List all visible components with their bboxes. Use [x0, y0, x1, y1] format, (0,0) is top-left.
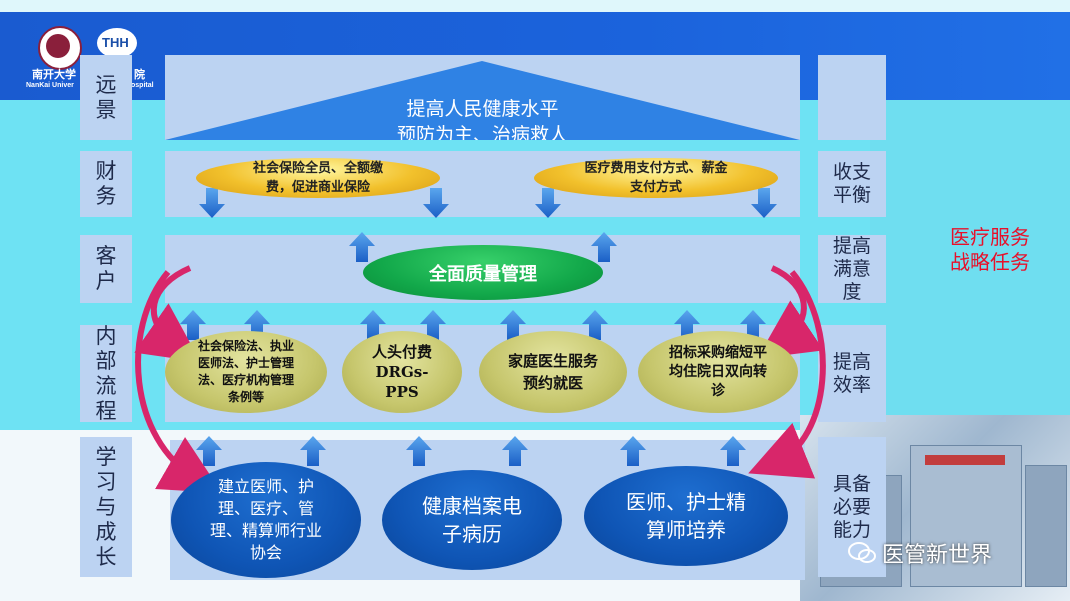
nankai-logo-subtext: NanKai Univer — [26, 82, 74, 89]
arrow-up — [300, 436, 326, 466]
arrow-up — [720, 436, 746, 466]
wechat-icon — [848, 542, 876, 563]
row-label-vision: 远景 — [80, 55, 132, 140]
row-label-learning: 学习与成长 — [80, 437, 132, 577]
right-background — [870, 100, 1070, 430]
row-goal-finance: 收支平衡 — [818, 151, 886, 217]
vision-line1: 提高人民健康水平 — [406, 98, 559, 120]
curved-arrow-right-lower — [748, 270, 826, 479]
arrow-up — [406, 436, 432, 466]
arrow-down — [423, 188, 449, 218]
row-label-customer: 客户 — [80, 235, 132, 303]
arrow-up — [196, 436, 222, 466]
arrow-up — [674, 310, 700, 340]
learning-item-associations: 建立医师、护理、医疗、管理、精算师行业协会 — [171, 462, 361, 578]
arrow-up — [620, 436, 646, 466]
right-vision-cell — [818, 55, 886, 140]
arrow-up — [349, 232, 375, 262]
thh-logo-text: 院 — [134, 69, 145, 81]
vision-line2: 预防为主、治病救人 — [396, 124, 568, 140]
finance-item-insurance: 社会保险全员、全额缴费，促进商业保险 — [196, 158, 440, 198]
watermark: 医管新世界 — [848, 537, 992, 569]
vision-roof — [165, 61, 800, 140]
row-label-finance: 财务 — [80, 151, 132, 217]
process-item-drgs: 人头付费 DRGs-PPS — [342, 331, 462, 413]
curved-arrow-right-upper — [757, 265, 824, 359]
arrow-up — [420, 310, 446, 340]
arrow-up — [244, 310, 270, 340]
strategy-line2: 战略任务 — [950, 250, 1030, 274]
arrow-up — [591, 232, 617, 262]
top-strip — [0, 0, 1070, 12]
customer-item-quality: 全面质量管理 — [363, 245, 603, 300]
arrow-up — [500, 310, 526, 340]
process-item-laws: 社会保险法、执业医师法、护士管理法、医疗机构管理条例等 — [165, 331, 327, 413]
arrow-up — [582, 310, 608, 340]
nankai-logo-text: 南开大学 — [32, 69, 76, 81]
arrow-down — [535, 188, 561, 218]
thh-logo: THH — [97, 28, 139, 60]
arrow-up — [502, 436, 528, 466]
strategy-title: 医疗服务 战略任务 — [935, 225, 1045, 275]
row-goal-customer: 提高满意度 — [818, 235, 886, 303]
learning-item-health-records: 健康档案电子病历 — [382, 470, 562, 570]
arrow-up — [360, 310, 386, 340]
thh-logo-subtext: ospital — [131, 82, 154, 89]
curved-arrow-left-lower — [135, 270, 222, 493]
row-goal-process: 提高效率 — [818, 325, 886, 422]
process-item-procurement: 招标采购缩短平均住院日双向转诊 — [638, 331, 798, 413]
watermark-text: 医管新世界 — [882, 543, 993, 568]
arrow-up — [180, 310, 206, 340]
finance-item-payment: 医疗费用支付方式、薪金支付方式 — [534, 158, 778, 198]
arrow-down — [199, 188, 225, 218]
arrow-down — [751, 188, 777, 218]
learning-item-training: 医师、护士精算师培养 — [584, 466, 788, 566]
process-item-family-doctor: 家庭医生服务预约就医 — [479, 331, 627, 413]
nankai-logo — [38, 26, 82, 70]
curved-arrow-left-upper — [134, 265, 201, 363]
row-label-process: 内部流程 — [80, 324, 132, 423]
strategy-line1: 医疗服务 — [950, 225, 1030, 249]
